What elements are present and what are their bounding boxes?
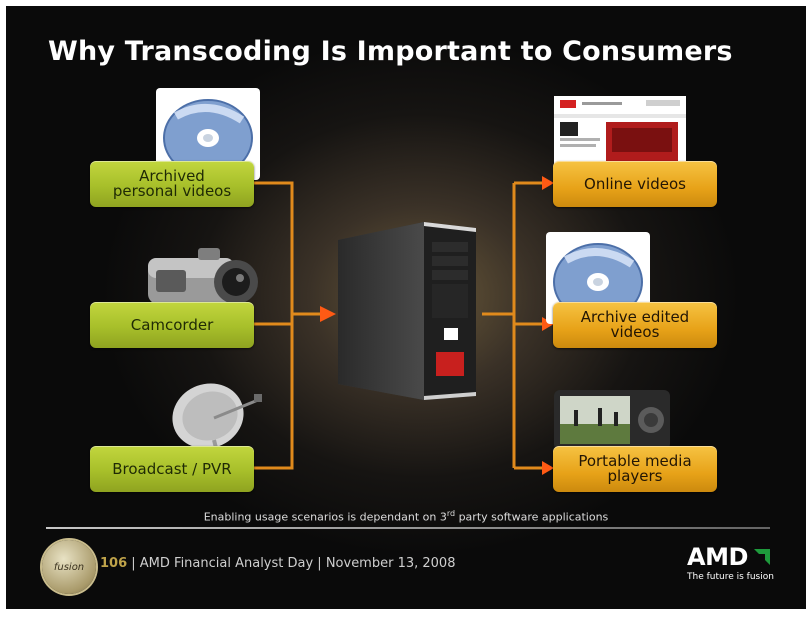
amd-logo: AMD: [687, 543, 748, 571]
pc-tower-icon: [338, 222, 476, 400]
source-label: Camcorder: [130, 315, 214, 334]
footer-event: | AMD Financial Analyst Day | November 1…: [127, 556, 456, 571]
camcorder-icon: [148, 248, 258, 304]
fusion-badge-text: fusion: [53, 561, 85, 573]
source-box-broadcast-pvr: Broadcast / PVR: [90, 446, 254, 492]
arrowhead: [320, 306, 336, 322]
destination-box-portable-media-players: Portable media players: [553, 446, 717, 492]
disc-icon: [546, 232, 650, 324]
slide-title: Why Transcoding Is Important to Consumer…: [48, 36, 733, 67]
satellite-dish-icon: [172, 383, 262, 457]
destination-label: Online videos: [584, 174, 686, 193]
flow-connectors: [254, 176, 554, 475]
footnote-superscript: rd: [446, 509, 456, 518]
amd-arrow-icon: [754, 549, 770, 565]
arrowhead: [542, 461, 554, 475]
destination-label: Archive edited videos: [580, 308, 690, 341]
footnote-tail: party software applications: [455, 510, 609, 524]
destination-label: Portable media players: [578, 452, 692, 485]
footnote: Enabling usage scenarios is dependant on…: [6, 509, 806, 524]
footer-divider: [46, 527, 770, 529]
source-box-camcorder: Camcorder: [90, 302, 254, 348]
source-box-archived-videos: Archived personal videos: [90, 161, 254, 207]
portable-player-icon: [554, 390, 670, 450]
arrowhead: [542, 317, 554, 331]
page-number: 106: [100, 556, 128, 571]
slide: Why Transcoding Is Important to Consumer…: [6, 6, 806, 609]
destination-box-archive-edited-videos: Archive edited videos: [553, 302, 717, 348]
footer-text: 106 | AMD Financial Analyst Day | Novemb…: [100, 556, 455, 571]
footnote-text: Enabling usage scenarios is dependant on…: [203, 510, 447, 524]
disc-icon: [156, 88, 260, 180]
amd-tagline: The future is fusion: [687, 572, 774, 582]
source-label: Broadcast / PVR: [112, 459, 232, 478]
web-video-screenshot-icon: [554, 96, 686, 168]
destination-box-online-videos: Online videos: [553, 161, 717, 207]
fusion-badge-icon: fusion: [42, 540, 96, 594]
arrowhead: [542, 176, 554, 190]
source-label: Archived personal videos: [112, 167, 232, 200]
